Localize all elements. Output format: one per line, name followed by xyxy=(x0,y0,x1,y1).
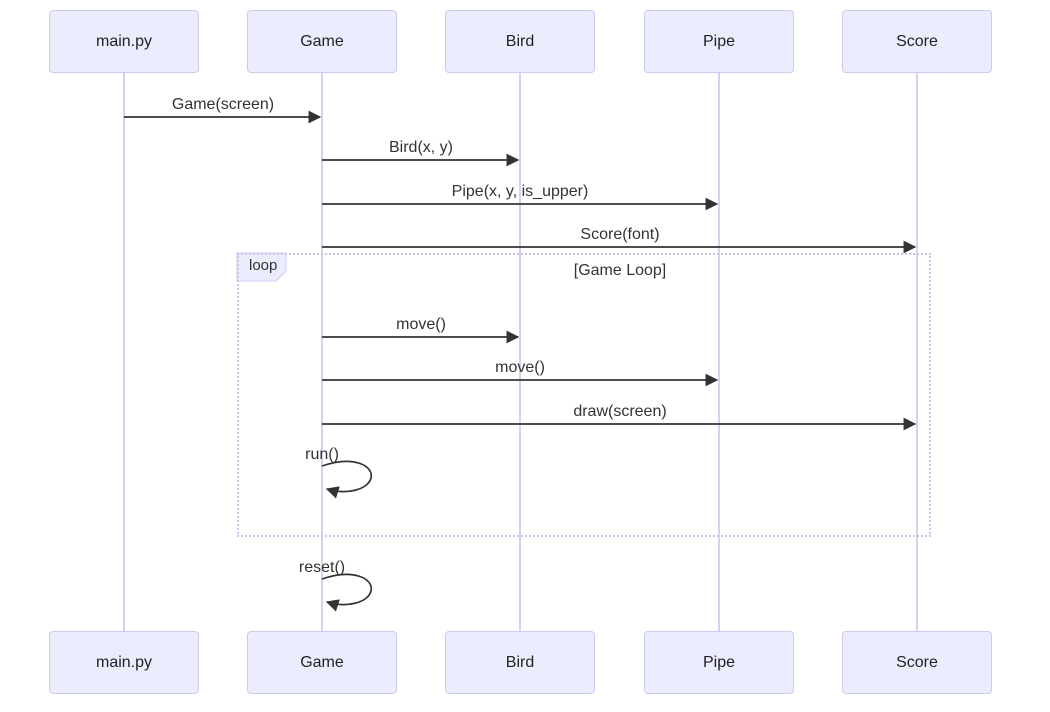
participant-top-score: Score xyxy=(842,10,992,73)
message-label-run: run() xyxy=(305,446,339,463)
message-label-bird-xy: Bird(x, y) xyxy=(389,139,453,156)
participant-bottom-main-py: main.py xyxy=(49,631,199,694)
loop-title: [Game Loop] xyxy=(573,262,667,279)
participant-top-bird: Bird xyxy=(445,10,595,73)
participant-top-main-py: main.py xyxy=(49,10,199,73)
participant-bottom-score: Score xyxy=(842,631,992,694)
loop-keyword: loop xyxy=(249,257,278,274)
self-loop-run xyxy=(321,460,373,499)
message-label-draw-screen: draw(screen) xyxy=(573,403,667,420)
message-label-move-pipe: move() xyxy=(495,359,545,376)
message-label-game-screen: Game(screen) xyxy=(171,96,275,113)
self-loop-reset xyxy=(321,573,373,612)
participant-bottom-pipe: Pipe xyxy=(644,631,794,694)
message-label-move-bird: move() xyxy=(396,316,446,333)
participant-bottom-game: Game xyxy=(247,631,397,694)
message-label-pipe-ctor: Pipe(x, y, is_upper) xyxy=(451,183,589,200)
participant-bottom-bird: Bird xyxy=(445,631,595,694)
message-label-reset: reset() xyxy=(298,559,346,576)
participant-top-pipe: Pipe xyxy=(644,10,794,73)
participant-top-game: Game xyxy=(247,10,397,73)
message-label-score-font: Score(font) xyxy=(580,226,660,243)
